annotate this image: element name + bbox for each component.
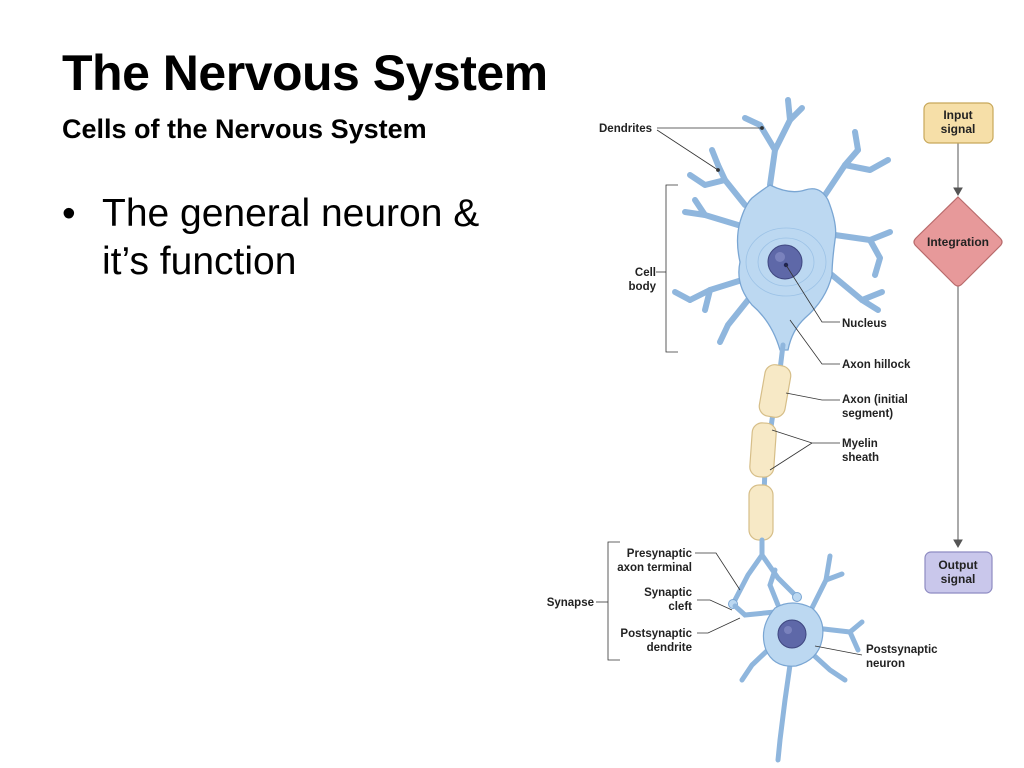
label-cell-body-2: body — [629, 281, 657, 293]
bullet-text: The general neuron & it’s function — [102, 192, 480, 283]
bullet-list: • The general neuron & it’s function — [62, 190, 522, 286]
label-presynaptic-2: axon terminal — [617, 562, 692, 574]
label-axon-hillock: Axon hillock — [842, 359, 911, 371]
input-signal-label-2: signal — [941, 122, 976, 136]
label-postsynaptic-dendrite-1: Postsynaptic — [620, 628, 692, 640]
label-postsynaptic-neuron-1: Postsynaptic — [866, 644, 938, 656]
label-cell-body-1: Cell — [635, 267, 656, 279]
integration-label: Integration — [927, 235, 989, 249]
label-dendrites: Dendrites — [599, 123, 652, 135]
output-signal-box: Output signal — [924, 551, 993, 594]
postsynaptic-nucleus — [777, 619, 807, 649]
synaptic-knob-2 — [792, 592, 802, 602]
label-axon-initial-1: Axon (initial — [842, 394, 908, 406]
label-postsynaptic-dendrite-2: dendrite — [647, 642, 692, 654]
output-signal-label-2: signal — [941, 572, 976, 586]
flow-connectors — [953, 143, 963, 549]
label-myelin-1: Myelin — [842, 438, 878, 450]
integration-diamond: Integration — [913, 196, 1003, 287]
slide-subtitle: Cells of the Nervous System — [62, 114, 427, 144]
label-myelin-2: sheath — [842, 452, 879, 464]
label-synaptic-cleft-2: cleft — [668, 601, 692, 613]
input-signal-label-1: Input — [943, 108, 972, 122]
myelin-segments — [748, 364, 792, 541]
nucleus — [767, 244, 803, 280]
presynaptic-neuron — [672, 97, 893, 609]
diagram-labels: Dendrites Cell body Nucleus Axon hillock… — [547, 123, 938, 670]
nucleolus-highlight — [775, 252, 785, 262]
label-synaptic-cleft-1: Synaptic — [644, 587, 693, 599]
label-synapse: Synapse — [547, 597, 594, 609]
label-postsynaptic-neuron-2: neuron — [866, 658, 905, 670]
postsynaptic-neuron — [732, 553, 865, 763]
slide-title: The Nervous System — [62, 45, 548, 101]
cytoplasm-detail — [745, 227, 827, 297]
bullet-marker: • — [62, 192, 76, 235]
label-presynaptic-1: Presynaptic — [627, 548, 693, 560]
label-nucleus: Nucleus — [842, 318, 887, 330]
output-signal-label-1: Output — [938, 558, 977, 572]
axon-terminals — [732, 537, 798, 603]
leader-lines — [596, 126, 863, 661]
bullet-item: • The general neuron & it’s function — [62, 190, 522, 286]
dendrites — [672, 97, 893, 345]
input-signal-box: Input signal — [923, 102, 994, 144]
label-axon-initial-2: segment) — [842, 408, 893, 420]
